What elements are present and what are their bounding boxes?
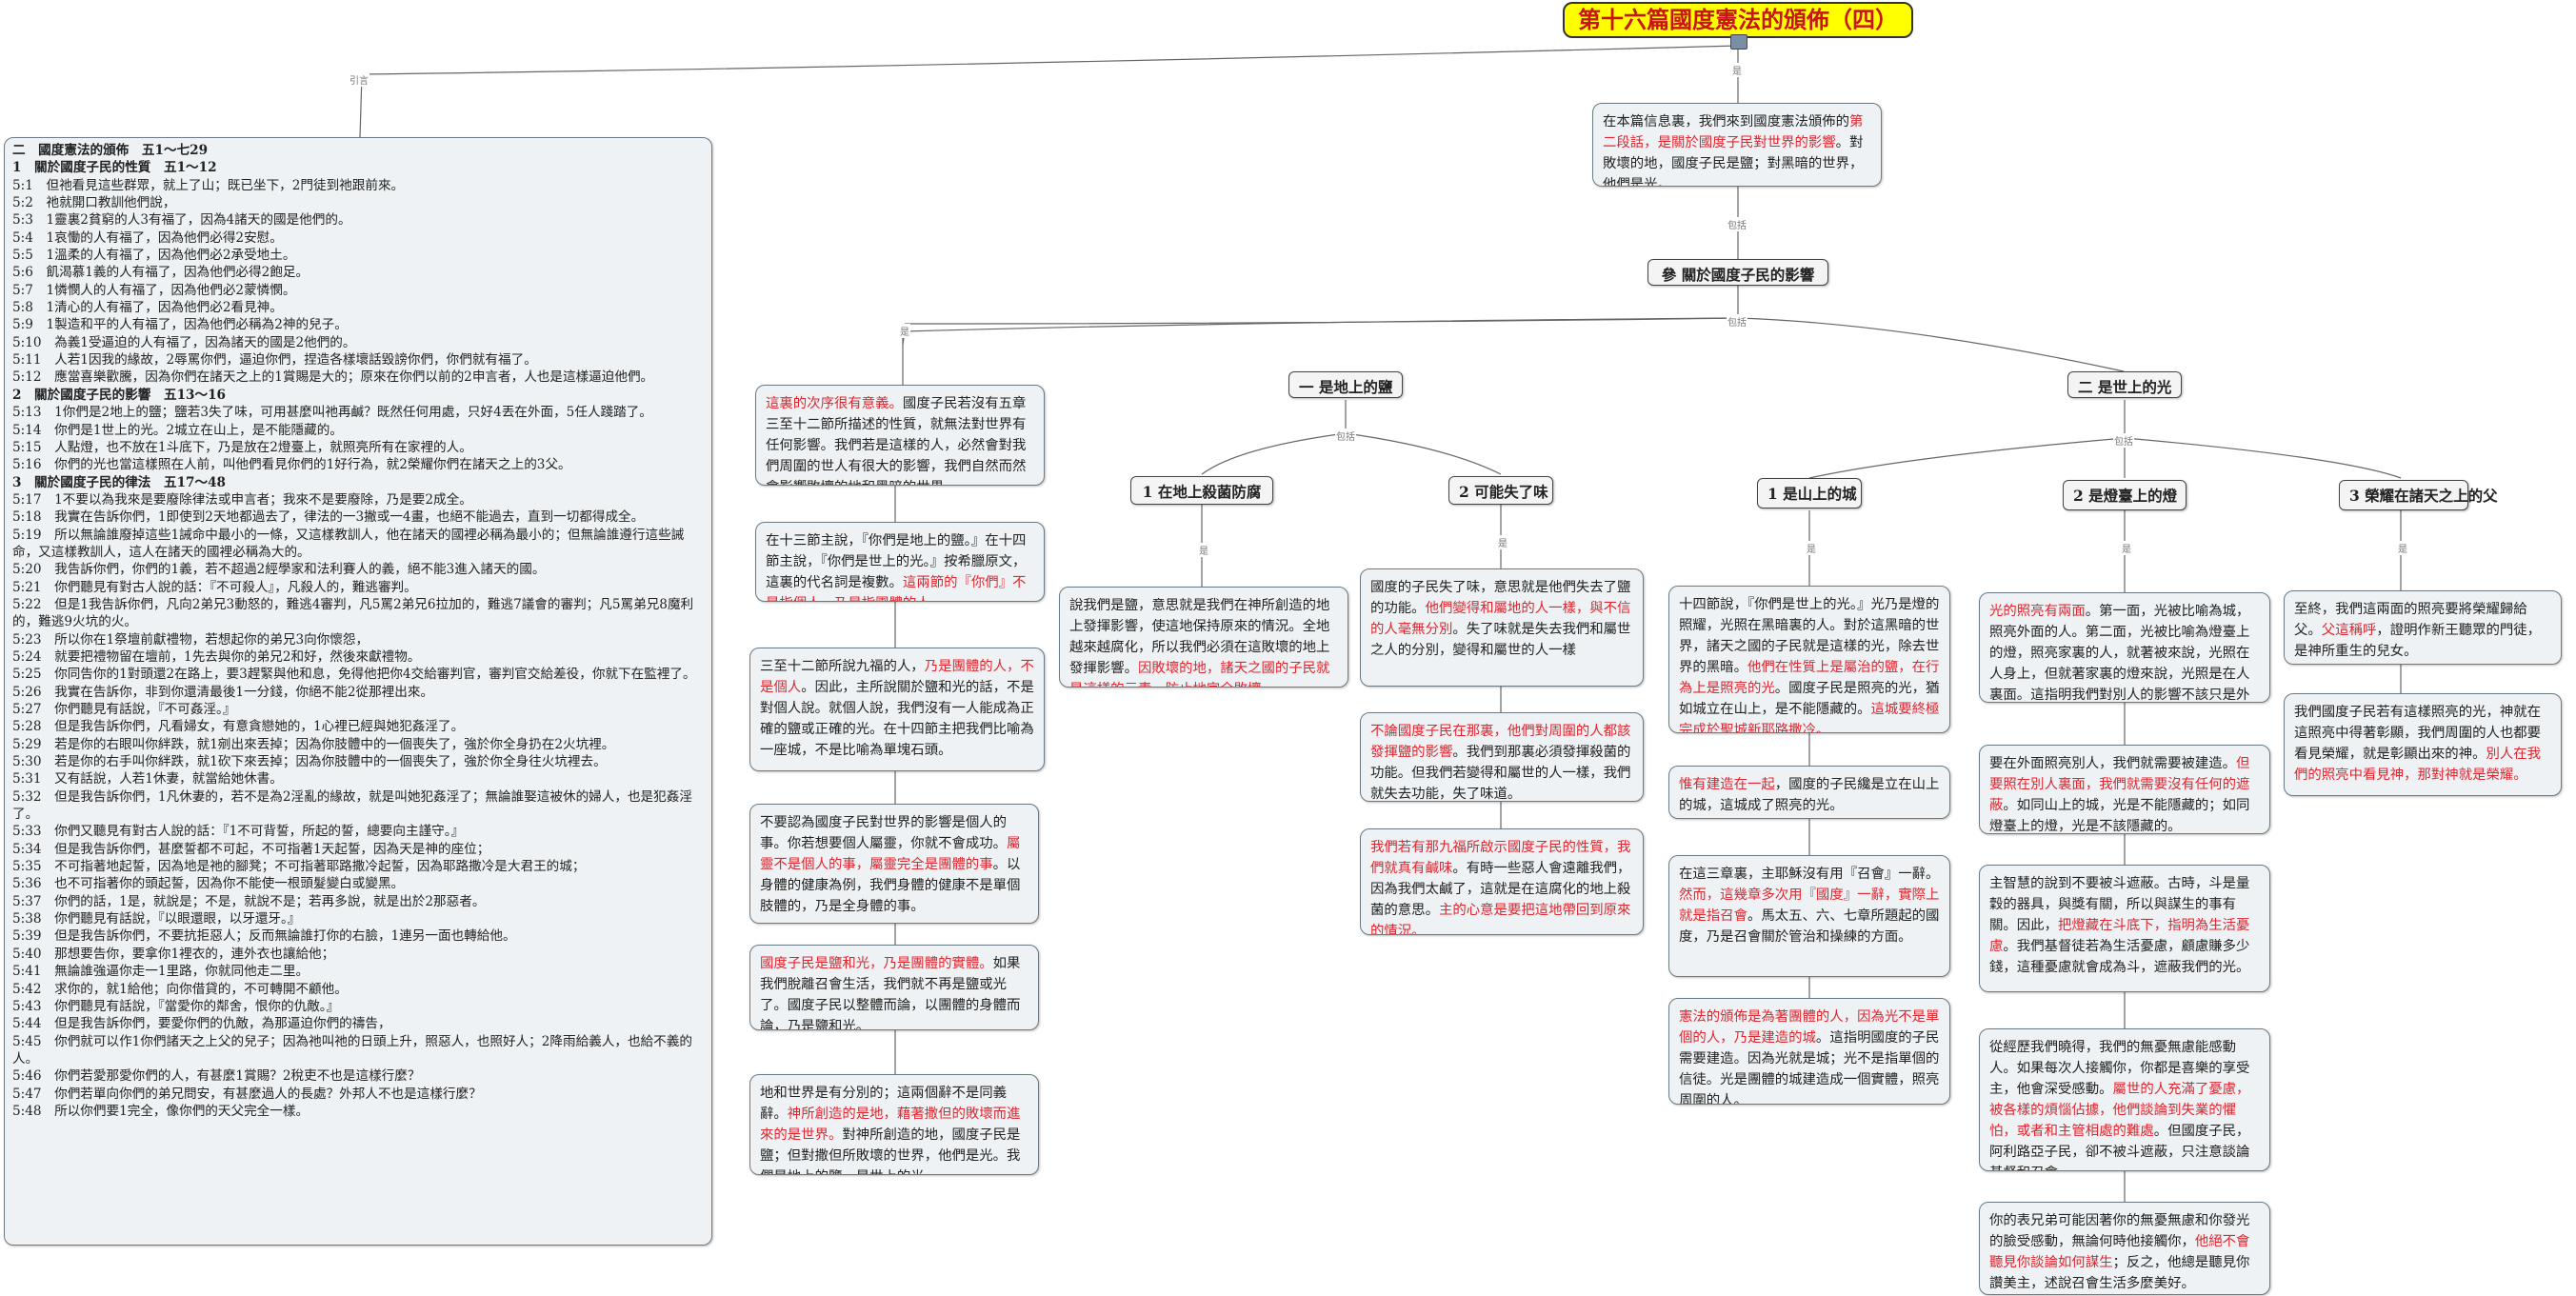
outline-verse: 5:37 你們的話，1是，就說是；不是，就說不是；若再多說，就是出於2那惡者。: [12, 893, 486, 909]
outline-verse: 5:13 1你們是2地上的鹽；鹽若3失了味，可用甚麼叫祂再鹹？既然任何用處，只好…: [12, 405, 652, 421]
note-box-order[interactable]: 這裏的次序很有意義。國度子民若沒有五章三至十二節所描述的性質，就無法對世界有任何…: [755, 385, 1045, 486]
note-box-salt-function[interactable]: 不論國度子民在那裏，他們對周圍的人都該發揮鹽的影響。我們到那裏必須發揮殺菌的功能…: [1360, 712, 1644, 802]
relation-label: 是: [1497, 535, 1508, 549]
outline-verse: 5:33 你們又聽見有對古人說的話：『1不可背誓，所起的誓，總要向主謹守。』: [12, 824, 465, 840]
relation-label: 包括: [1335, 429, 1356, 443]
outline-verse: 5:20 我告訴你們，你們的1義，若不超過2經學家和法利賽人的義，絕不能3進入諸…: [12, 562, 546, 578]
outline-verse: 5:21 你們聽見有對古人說的話：『不可殺人』，凡殺人的，難逃審判。: [12, 579, 417, 595]
outline-verse: 5:34 但是我告訴你們，甚麼誓都不可起，不可指著1天起誓，因為天是神的座位；: [12, 841, 490, 857]
outline-verse: 5:22 但是1我告訴你們，凡向2弟兄3動怒的，難逃4審判，凡5罵2弟兄6拉加的…: [12, 596, 694, 630]
subtopic-light-3[interactable]: 3 榮耀在諸天之上的父: [2339, 480, 2498, 510]
outline-heading: 二 國度憲法的頒佈 五1～七29: [12, 143, 209, 158]
outline-verse: 5:4 1哀慟的人有福了，因為他們必得2安慰。: [12, 229, 283, 246]
main-topic[interactable]: 參 關於國度子民的影響: [1647, 259, 1828, 286]
outline-verse: 5:2 祂就開口教訓他們說，: [12, 195, 176, 211]
outline-verse: 5:38 你們聽見有話說，『以眼還眼，以牙還牙。』: [12, 911, 301, 927]
outline-verse: 5:31 又有話說，人若1休妻，就當給她休書。: [12, 771, 283, 788]
intro-box[interactable]: 在本篇信息裏，我們來到國度憲法頒佈的第二段話，是關於國度子民對世界的影響。對敗壞…: [1592, 103, 1882, 187]
outline-verse: 5:18 我實在告訴你們，1即使到2天地都過去了，律法的一3撇或一4畫，也絕不能…: [12, 509, 645, 526]
outline-verse: 5:43 你們聽見有話說，『當愛你的鄰舍，恨你的仇敵。』: [12, 998, 340, 1014]
topic-earth-salt[interactable]: 一 是地上的鹽: [1288, 371, 1403, 398]
outline-verse: 5:15 人點燈，也不放在1斗底下，乃是放在2燈臺上，就照亮所有在家裡的人。: [12, 439, 472, 455]
relation-label: 是: [899, 324, 910, 338]
outline-verse: 5:44 但是我告訴你們，要愛你們的仇敵，為那逼迫你們的禱告，: [12, 1016, 391, 1032]
outline-verse: 5:32 但是我告訴你們，1凡休妻的，若不是為2淫亂的緣故，就是叫她犯姦淫了；無…: [12, 788, 692, 823]
outline-verse: 5:29 若是你的右眼叫你絆跌，就1剜出來丟掉；因為你肢體中的一個喪失了，強於你…: [12, 736, 615, 752]
outline-verse: 5:40 那想要告你，要拿你1裡衣的，連外衣也讓給他；: [12, 946, 335, 962]
note-box-salt-antiseptic[interactable]: 說我們是鹽，意思就是我們在神所創造的地上發揮影響，使這地保持原來的情況。全地越來…: [1059, 587, 1348, 688]
outline-verse: 5:28 但是我告訴你們，凡看婦女，有意貪戀她的，1心裡已經與她犯姦淫了。: [12, 719, 465, 735]
note-box-glorify-father[interactable]: 至終，我們這兩面的照亮要將榮耀歸給父。父這稱呼，證明作新王聽眾的門徒，是神所重生…: [2284, 590, 2562, 665]
outline-verse: 5:45 你們就可以作1你們諸天之上父的兒子；因為祂叫祂的日頭上升，照惡人，也照…: [12, 1033, 692, 1067]
outline-verse: 5:3 1靈裏2貧窮的人3有福了，因為4諸天的國是他們的。: [12, 212, 351, 229]
outline-verse: 5:9 1製造和平的人有福了，因為他們必稱為2神的兒子。: [12, 317, 348, 333]
subtopic-light-2[interactable]: 2 是燈臺上的燈: [2063, 480, 2187, 510]
note-box-earth-world[interactable]: 地和世界是有分別的；這兩個辭不是同義辭。神所創造的是地，藉著撒但的敗壞而進來的是…: [749, 1074, 1039, 1175]
relation-label: 是: [1806, 541, 1817, 555]
outline-verse: 5:26 我實在告訴你，非到你還清最後1一分錢，你絕不能2從那裡出來。: [12, 684, 434, 700]
topic-world-light[interactable]: 二 是世上的光: [2067, 371, 2182, 398]
outline-heading: 1 關於國度子民的性質 五1～12: [12, 160, 217, 176]
outline-verse: 5:7 1憐憫人的人有福了，因為他們必2蒙憐憫。: [12, 282, 296, 298]
note-box-see-glory[interactable]: 我們國度子民若有這樣照亮的光，神就在這照亮中得著彰顯，我們周圍的人也都要看見榮耀…: [2284, 693, 2562, 796]
note-box-built-together[interactable]: 惟有建造在一起，國度的子民纔是立在山上的城，這城成了照亮的光。: [1668, 766, 1950, 819]
outline-verse: 5:14 你們是1世上的光。2城立在山上，是不能隱藏的。: [12, 422, 343, 438]
relation-label: 是: [1198, 543, 1209, 557]
note-box-entity[interactable]: 國度子民是鹽和光，乃是團體的實體。如果我們脫離召會生活，我們就不再是鹽或光了。國…: [749, 945, 1039, 1030]
outline-verse: 5:30 若是你的右手叫你絆跌，就1砍下來丟掉；因為你肢體中的一個喪失了，強於你…: [12, 754, 607, 770]
subtopic-light-1[interactable]: 1 是山上的城: [1757, 478, 1862, 508]
outline-verse: 5:39 但是我告訴你們，不要抗拒惡人；反而無論誰打你的右臉，1連另一面也轉給他…: [12, 928, 516, 945]
relation-label: 包括: [1727, 314, 1747, 329]
relation-label: 包括: [1727, 217, 1747, 231]
outline-verse: 5:16 你們的光也當這樣照在人前，叫他們看見你們的1好行為，就2榮耀你們在諸天…: [12, 457, 571, 473]
outline-verse: 5:19 所以無論誰廢掉這些1誡命中最小的一條，又這樣教訓人，他在諸天的國裡必稱…: [12, 527, 685, 560]
note-box-light-of-world[interactable]: 十四節說，『你們是世上的光。』光乃是燈的照耀，光照在黑暗裏的人。對於這黑暗的世界…: [1668, 586, 1950, 733]
outline-heading: 2 關於國度子民的影響 五13～16: [12, 387, 227, 403]
subtopic-salt-1[interactable]: 1 在地上殺菌防腐: [1130, 476, 1273, 505]
note-box-saltiness[interactable]: 我們若有那九福所啟示國度子民的性質，我們就真有鹹味。有時一些惡人會遠離我們，因為…: [1360, 828, 1644, 935]
outline-verse: 5:25 你同告你的1對頭還2在路上，要3趕緊與他和息，免得他把你4交給審判官，…: [12, 667, 696, 683]
outline-verse: 5:42 求你的，就1給他；向你借貸的，不可轉開不顧他。: [12, 981, 348, 997]
outline-verse: 5:24 就要把禮物留在壇前，1先去與你的弟兄2和好，然後來獻禮物。: [12, 648, 421, 665]
note-box-church[interactable]: 在這三章裏，主耶穌沒有用『召會』一辭。然而，這幾章多次用『國度』一辭，實際上就是…: [1668, 855, 1950, 977]
outline-verse: 5:1 但祂看見這些群眾，就上了山；既已坐下，2門徒到祂跟前來。: [12, 177, 405, 193]
outline-verse: 5:47 你們若單向你們的弟兄問安，有甚麼過人的長處？外邦人不也是這樣行麼？: [12, 1086, 482, 1102]
outline-verse: 5:5 1溫柔的人有福了，因為他們必2承受地土。: [12, 248, 296, 264]
outline-verse: 5:6 飢渴慕1義的人有福了，因為他們必得2飽足。: [12, 265, 310, 281]
relation-label: 是: [2121, 541, 2132, 555]
note-box-lost-savor[interactable]: 國度的子民失了味，意思就是他們失去了鹽的功能。他們變得和屬地的人一樣，與不信的人…: [1360, 568, 1644, 687]
outline-verse: 5:35 不可指著地起誓，因為地是祂的腳凳；不可指著耶路撒冷起誓，因為耶路撒冷是…: [12, 859, 586, 875]
subtopic-salt-2[interactable]: 2 可能失了味: [1448, 476, 1553, 505]
relation-label: 是: [2397, 541, 2408, 555]
note-box-corporate[interactable]: 三至十二節所說九福的人，乃是團體的人，不是個人。因此，主所說關於鹽和光的話，不是…: [749, 648, 1045, 771]
outline-verse: 5:17 1不要以為我來是要廢除律法或申言者；我來不是要廢除，乃是要2成全。: [12, 491, 472, 508]
note-box-bushel[interactable]: 主智慧的說到不要被斗遮蔽。古時，斗是量穀的器具，與獎有關，所以與謀生的事有關。因…: [1979, 865, 2270, 992]
outline-verse: 5:11 人若1因我的緣故，2辱罵你們，逼迫你們，捏造各樣壞話毀謗你們，你們就有…: [12, 352, 537, 369]
outline-verse: 5:27 你們聽見有話說，『不可姦淫。』: [12, 702, 236, 717]
outline-verse: 5:41 無論誰強逼你走一1里路，你就同他走二里。: [12, 964, 310, 980]
relation-label: 是: [1731, 63, 1743, 77]
outline-verse: 5:48 所以你們要1完全，像你們的天父完全一樣。: [12, 1103, 310, 1119]
outline-verse: 5:10 為義1受逼迫的人有福了，因為諸天的國是2他們的。: [12, 334, 356, 350]
outline-verse: 5:36 也不可指著你的頭起誓，因為你不能使一根頭髮變白或變黑。: [12, 876, 405, 892]
outline-verse: 5:46 你們若愛那愛你們的人，有甚麼1賞賜？2稅吏不也是這樣行麼？: [12, 1068, 421, 1085]
relation-label: 包括: [2113, 433, 2134, 448]
note-box-corporate-city[interactable]: 憲法的頒佈是為著團體的人，因為光不是單個的人，乃是建造的城。這指明國度的子民需要…: [1668, 998, 1950, 1105]
root-title[interactable]: 第十六篇國度憲法的頒佈（四）: [1563, 2, 1913, 38]
outline-heading: 3 關於國度子民的律法 五17～48: [12, 474, 227, 490]
outline-verse: 5:12 應當喜樂歡騰，因為你們在諸天之上的1賞賜是大的；原來在你們以前的2申言…: [12, 369, 654, 386]
outline-verse: 5:8 1清心的人有福了，因為他們必2看見神。: [12, 300, 283, 316]
note-box-cousin[interactable]: 你的表兄弟可能因著你的無憂無慮和你發光的臉受感動，無論何時他接觸你，他絕不會聽見…: [1979, 1202, 2270, 1295]
note-box-carefree[interactable]: 從經歷我們曉得，我們的無憂無慮能感動人。如果每次人接觸你，你都是喜樂的享受主，他…: [1979, 1028, 2270, 1171]
note-icon[interactable]: [1730, 34, 1747, 50]
note-box-two-aspects[interactable]: 光的照亮有兩面。第一面，光被比喻為城，照亮外面的人。第二面，光被比喻為燈臺上的燈…: [1979, 592, 2270, 703]
outline-verse: 5:23 所以你在1祭壇前獻禮物，若想起你的弟兄3向你懷怨，: [12, 631, 369, 648]
relation-label: 引言: [349, 72, 369, 87]
note-box-plural[interactable]: 在十三節主說，『你們是地上的鹽。』在十四節主說，『你們是世上的光。』按希臘原文，…: [755, 522, 1045, 602]
note-box-no-covering[interactable]: 要在外面照亮別人，我們就需要被建造。但要照在別人裏面，我們就需要沒有任何的遮蔽。…: [1979, 745, 2270, 834]
note-box-spirituality[interactable]: 不要認為國度子民對世界的影響是個人的事。你若想要個人屬靈，你就不會成功。屬靈不是…: [749, 804, 1039, 924]
